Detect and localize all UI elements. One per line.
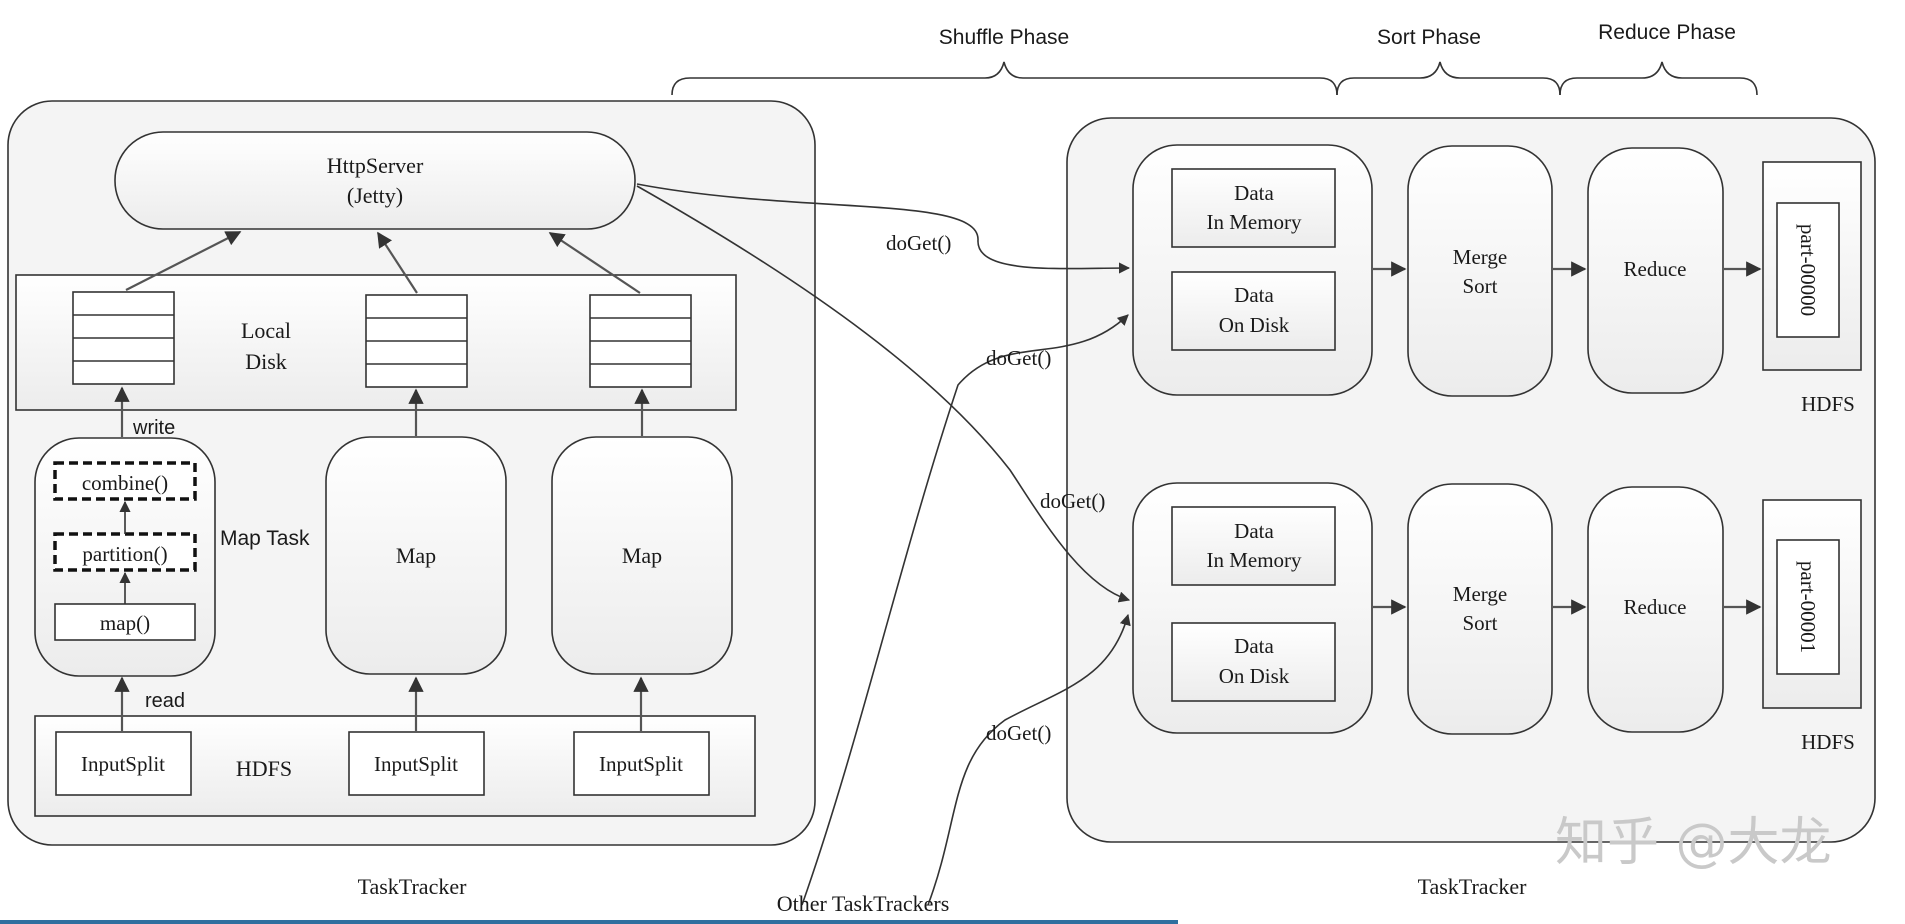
- arrow-disk3-to-http: [548, 232, 641, 294]
- reduce-2: [1587, 486, 1724, 733]
- data-on-disk-2-label: Data: [1234, 634, 1274, 658]
- data-in-memory-1-sublabel: In Memory: [1206, 210, 1302, 234]
- doget-label-2: doGet(): [986, 346, 1051, 370]
- arrow-disk1-to-http: [125, 231, 242, 291]
- combine-label: combine(): [82, 471, 168, 495]
- write-label: write: [132, 417, 175, 439]
- map-box-3: [551, 436, 733, 675]
- data-on-disk-1-sublabel: On Disk: [1219, 313, 1290, 337]
- disk-stack-2: [365, 294, 468, 388]
- reduce-1: [1587, 147, 1724, 394]
- data-in-memory-1-label: Data: [1234, 181, 1274, 205]
- merge-sort-2-label: Merge: [1453, 582, 1507, 606]
- doget-curve-other-2: [927, 613, 1131, 906]
- hdfs-output-1-label: HDFS: [1801, 392, 1855, 416]
- partition-label: partition(): [82, 542, 167, 566]
- input-split-2: [348, 731, 485, 796]
- doget-curve-2: [636, 185, 1131, 603]
- input-split-3-label: InputSplit: [599, 752, 683, 776]
- other-tasktrackers-label: Other TaskTrackers: [777, 891, 950, 916]
- reducer-row-2: Data In Memory Data On Disk Merge Sort R…: [1132, 482, 1862, 754]
- shuffle-brace: [671, 61, 1338, 96]
- local-disk-label: Local: [241, 318, 291, 343]
- left-tasktracker-caption: TaskTracker: [358, 874, 468, 899]
- http-server-label: HttpServer: [327, 153, 424, 178]
- map-task-label: Map Task: [220, 527, 310, 550]
- merge-sort-1-label: Merge: [1453, 245, 1507, 269]
- doget-curve-1: [636, 183, 1131, 274]
- data-in-memory-1: [1171, 168, 1336, 248]
- watermark: 知乎 @大龙: [1555, 813, 1832, 873]
- part-00000-file: [1776, 202, 1840, 338]
- local-disk-sublabel: Disk: [245, 349, 287, 374]
- reduce-2-label: Reduce: [1624, 595, 1687, 619]
- data-in-memory-2-label: Data: [1234, 519, 1274, 543]
- input-split-1: [55, 731, 192, 796]
- part-00001-label: part-00001: [1796, 561, 1820, 653]
- arrow-disk2-to-http: [377, 231, 418, 294]
- input-split-2-label: InputSplit: [374, 752, 458, 776]
- shuffle-phase-label: Shuffle Phase: [939, 26, 1069, 49]
- reduce-1-label: Reduce: [1624, 257, 1687, 281]
- merge-sort-2-sublabel: Sort: [1462, 611, 1497, 635]
- disk-stack-1: [72, 291, 175, 385]
- map-box-3-label: Map: [622, 543, 662, 568]
- data-on-disk-1: [1171, 271, 1336, 351]
- http-server-sublabel: (Jetty): [347, 183, 403, 208]
- right-tasktracker-caption: TaskTracker: [1418, 874, 1528, 899]
- sort-brace: [1336, 61, 1561, 96]
- map-box-2: [325, 436, 507, 675]
- map-step-label: map(): [100, 611, 150, 635]
- bottom-bar: [0, 920, 1178, 924]
- http-server-box: [114, 131, 636, 230]
- map-box-2-label: Map: [396, 543, 436, 568]
- input-split-1-label: InputSplit: [81, 752, 165, 776]
- doget-label-4: doGet(): [986, 721, 1051, 745]
- doget-label-1: doGet(): [886, 231, 951, 255]
- reduce-brace: [1559, 61, 1758, 96]
- read-label: read: [145, 690, 185, 712]
- hdfs-input-label: HDFS: [236, 756, 292, 781]
- input-split-3: [573, 731, 710, 796]
- data-in-memory-2: [1171, 506, 1336, 586]
- data-on-disk-2-sublabel: On Disk: [1219, 664, 1290, 688]
- combine-step: [53, 461, 197, 501]
- part-00001-file: [1776, 539, 1840, 675]
- data-on-disk-1-label: Data: [1234, 283, 1274, 307]
- merge-sort-1-sublabel: Sort: [1462, 274, 1497, 298]
- part-00000-label: part-00000: [1796, 224, 1820, 316]
- data-in-memory-2-sublabel: In Memory: [1206, 548, 1302, 572]
- phase-braces: [671, 61, 1758, 96]
- reduce-phase-label: Reduce Phase: [1598, 21, 1736, 44]
- disk-stack-3: [589, 294, 692, 388]
- doget-curve-other-1: [801, 314, 1129, 906]
- doget-label-3: doGet(): [1040, 489, 1105, 513]
- reducer-row-1: Data In Memory Data On Disk Merge Sort R…: [1132, 144, 1862, 416]
- map-step: [54, 603, 196, 641]
- data-on-disk-2: [1171, 622, 1336, 702]
- merge-sort-2: [1407, 483, 1553, 735]
- hdfs-output-2-label: HDFS: [1801, 730, 1855, 754]
- merge-sort-1: [1407, 145, 1553, 397]
- sort-phase-label: Sort Phase: [1377, 26, 1481, 49]
